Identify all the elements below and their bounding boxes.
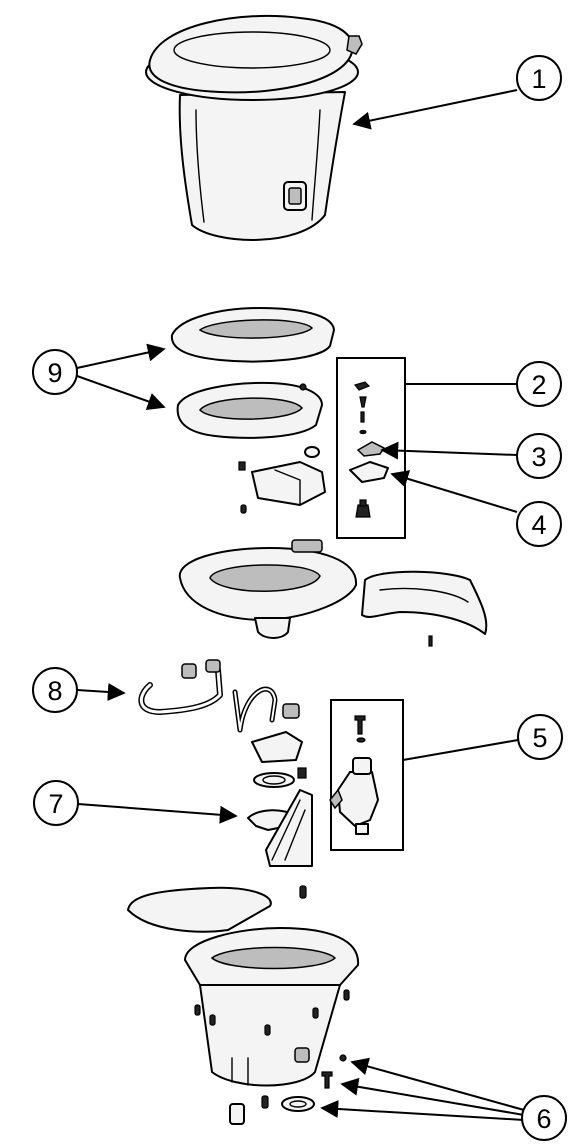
bowl-rear-cover [361,570,488,647]
callout-9: 9 [32,349,78,395]
svg-text:4: 4 [531,510,546,540]
base-housing [184,927,360,1087]
svg-text:5: 5 [532,723,547,753]
svg-text:8: 8 [47,676,62,706]
svg-text:9: 9 [47,358,62,388]
seat-lid-upper [170,307,335,363]
mounting-bracket [265,789,313,899]
callout-4: 4 [516,501,562,547]
callout-8: 8 [32,667,78,713]
svg-text:2: 2 [531,370,546,400]
callout-7: 7 [33,780,79,826]
hardware-group-frame-5 [330,699,404,851]
svg-text:1: 1 [531,64,546,94]
svg-text:6: 6 [536,1104,551,1134]
callout-1: 1 [516,55,562,101]
assembled-toilet [145,14,363,241]
callout-5: 5 [517,714,563,760]
small-parts-6 [281,1054,347,1112]
screws [194,989,350,1125]
callout-2: 2 [516,361,562,407]
hinge-cover [238,446,326,514]
gasket [127,886,272,933]
hardware-parts-2-4 [349,381,389,518]
svg-text:3: 3 [531,442,546,472]
bowl [178,539,358,639]
hardware-parts-5 [329,715,379,835]
svg-text:7: 7 [48,789,63,819]
hardware-group-frame-2-4 [336,357,406,539]
seat-lid-lower [176,381,323,439]
callout-3: 3 [516,433,562,479]
leader-lines [76,89,525,1121]
hose-assembly [138,659,300,733]
callout-6: 6 [521,1095,567,1141]
